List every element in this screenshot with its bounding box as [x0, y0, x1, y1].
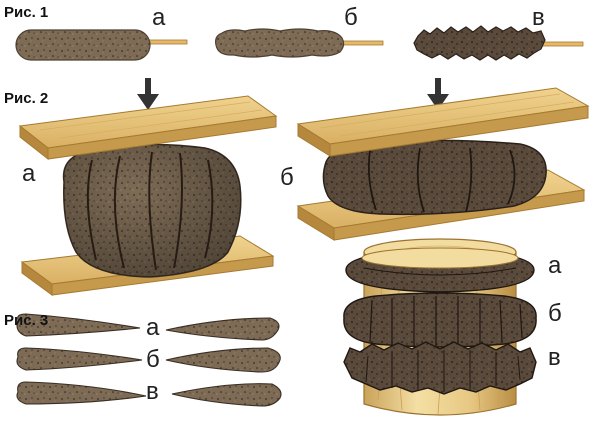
fig1-item-v [413, 25, 584, 61]
clay-ring-v [343, 341, 537, 395]
clay-roll-crumbly [413, 25, 546, 61]
stick [337, 40, 384, 46]
fig3-item-b [16, 347, 281, 373]
stick [537, 41, 584, 47]
clay-roll-rough [215, 28, 345, 58]
fig1-letter-a: а [152, 4, 166, 31]
clay-ring-b [343, 292, 537, 348]
cylinder-letter-b: б [548, 300, 562, 327]
fig2-arrow-b [427, 78, 449, 110]
cylinder-letter-a: а [548, 252, 562, 279]
fig2-letter-a: а [22, 160, 36, 187]
clay-roll-smooth [15, 29, 151, 61]
fig1-letter-b: б [344, 4, 358, 31]
fig3-item-a [16, 313, 280, 341]
fig2-item-a [18, 95, 278, 296]
fig2-arrow-a [137, 78, 159, 110]
fig2-item-b [296, 87, 590, 241]
fig1-label: Рис. 1 [4, 4, 49, 21]
fig2-letter-b: б [280, 164, 294, 191]
cylinder-letter-v: в [548, 344, 561, 371]
cylinder-figure [343, 238, 537, 416]
fig3-label: Рис. 3 [4, 312, 49, 329]
fig1-letter-v: в [532, 4, 545, 31]
fig3-letter-a: а [146, 314, 160, 341]
fig2-label: Рис. 2 [4, 90, 49, 107]
fig3-item-v [16, 381, 282, 407]
fig3-letter-b: б [146, 346, 160, 373]
fig1-item-a [15, 29, 188, 61]
clay-ring-a [345, 247, 535, 293]
fig1-item-b [215, 28, 384, 58]
stick [144, 39, 188, 45]
fig3-letter-v: в [146, 378, 159, 405]
